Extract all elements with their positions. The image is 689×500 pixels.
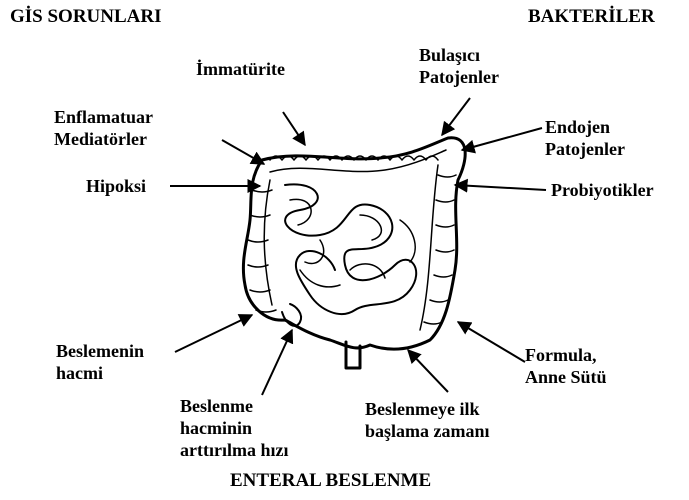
label-bulasici-patojenler: Bulaşıcı Patojenler	[419, 44, 499, 88]
descending-colon-segments	[424, 175, 456, 324]
label-beslemenin-line1: Beslemenin	[56, 340, 144, 362]
arrows	[170, 98, 546, 395]
arrow-probiyotikler	[455, 185, 546, 190]
label-bulasici-line1: Bulaşıcı	[419, 44, 499, 66]
label-endojen-line1: Endojen	[545, 116, 625, 138]
arrow-enflamatuar	[222, 140, 264, 164]
label-baslama-line1: Beslenmeye ilk	[365, 398, 490, 420]
arrow-formula	[458, 322, 525, 362]
colon-inner-line	[270, 150, 446, 172]
descending-colon-inner	[420, 165, 438, 330]
label-hipoksi: Hipoksi	[86, 175, 146, 197]
small-intestine-loops-2	[290, 199, 415, 287]
ascending-colon-segments	[248, 190, 276, 312]
intestine-illustration	[243, 138, 465, 368]
arrow-immaturite	[283, 112, 305, 145]
small-intestine-loops	[285, 184, 416, 314]
label-baslama-line2: başlama zamanı	[365, 420, 490, 442]
colon-outline	[243, 138, 465, 349]
label-formula-line1: Formula,	[525, 344, 607, 366]
arrow-beslemenin-hacmi	[175, 315, 252, 352]
label-artis-line3: arttırılma hızı	[180, 439, 288, 461]
label-artis-line1: Beslenme	[180, 395, 288, 417]
ascending-colon-inner	[264, 180, 272, 305]
label-bulasici-line2: Patojenler	[419, 66, 499, 88]
arrow-artis-hizi	[262, 330, 292, 395]
label-enflamatuar-mediatorler: Enflamatuar Mediatörler	[54, 106, 153, 150]
arrow-endojen	[462, 128, 542, 150]
label-beslemenin-line2: hacmi	[56, 362, 144, 384]
label-probiyotikler: Probiyotikler	[551, 179, 654, 201]
label-artis-line2: hacminin	[180, 417, 288, 439]
label-formula-anne-sutu: Formula, Anne Sütü	[525, 344, 607, 388]
label-immaturite: İmmatürite	[196, 58, 285, 80]
label-enflamatuar-line2: Mediatörler	[54, 128, 153, 150]
label-beslenme-hacminin-artirilma-hizi: Beslenme hacminin arttırılma hızı	[180, 395, 288, 461]
label-enflamatuar-line1: Enflamatuar	[54, 106, 153, 128]
label-beslemenin-hacmi: Beslemenin hacmi	[56, 340, 144, 384]
label-formula-line2: Anne Sütü	[525, 366, 607, 388]
arrow-bulasici	[442, 98, 470, 135]
label-endojen-line2: Patojenler	[545, 138, 625, 160]
label-beslenmeye-ilk-baslama-zamani: Beslenmeye ilk başlama zamanı	[365, 398, 490, 442]
label-endojen-patojenler: Endojen Patojenler	[545, 116, 625, 160]
arrow-baslama-zamani	[408, 350, 448, 392]
